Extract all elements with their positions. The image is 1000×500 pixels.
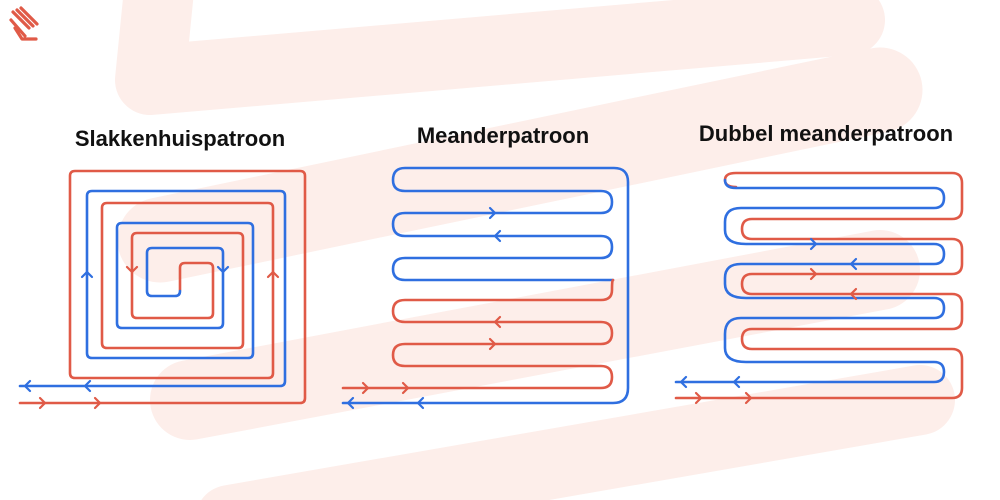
spiral-pattern-diagram xyxy=(18,169,307,410)
flow-arrow-icon xyxy=(216,265,230,274)
flow-arrow-icon xyxy=(80,270,94,279)
flow-arrow-icon xyxy=(732,375,741,389)
flow-arrow-icon xyxy=(809,267,818,281)
flow-arrow-icon xyxy=(744,391,753,405)
flow-arrow-icon xyxy=(488,337,497,351)
flow-arrow-icon xyxy=(849,257,858,271)
flow-arrow-icon xyxy=(849,287,858,301)
flow-arrow-icon xyxy=(679,375,688,389)
meander-pattern-diagram xyxy=(341,166,630,410)
flow-arrow-icon xyxy=(488,206,497,220)
flow-arrow-icon xyxy=(346,396,355,410)
double-meander-supply-pipe xyxy=(674,171,964,400)
flow-arrow-icon xyxy=(23,379,32,393)
meander-return-pipe xyxy=(341,166,630,405)
heating-coil-logo-icon xyxy=(9,6,39,41)
spiral-supply-pipe xyxy=(18,169,307,405)
spiral-return-pipe xyxy=(18,189,287,388)
flow-arrow-icon xyxy=(125,265,139,274)
double-meander-return-pipe xyxy=(674,178,946,384)
flow-arrow-icon xyxy=(809,237,818,251)
flow-arrow-icon xyxy=(38,396,47,410)
flow-arrow-icon xyxy=(401,381,410,395)
meander-supply-pipe xyxy=(341,278,615,390)
flow-arrow-icon xyxy=(83,379,92,393)
panel-title-double-meander: Dubbel meanderpatroon xyxy=(698,121,954,146)
flow-arrow-icon xyxy=(361,381,370,395)
flow-arrow-icon xyxy=(93,396,102,410)
flow-arrow-icon xyxy=(694,391,703,405)
flow-arrow-icon xyxy=(416,396,425,410)
double-meander-pattern-diagram xyxy=(674,171,964,405)
flow-arrow-icon xyxy=(266,270,280,279)
panel-title-spiral: Slakkenhuispatroon xyxy=(74,126,286,151)
panel-title-meander: Meanderpatroon xyxy=(416,123,590,148)
flow-arrow-icon xyxy=(493,229,502,243)
flow-arrow-icon xyxy=(493,315,502,329)
